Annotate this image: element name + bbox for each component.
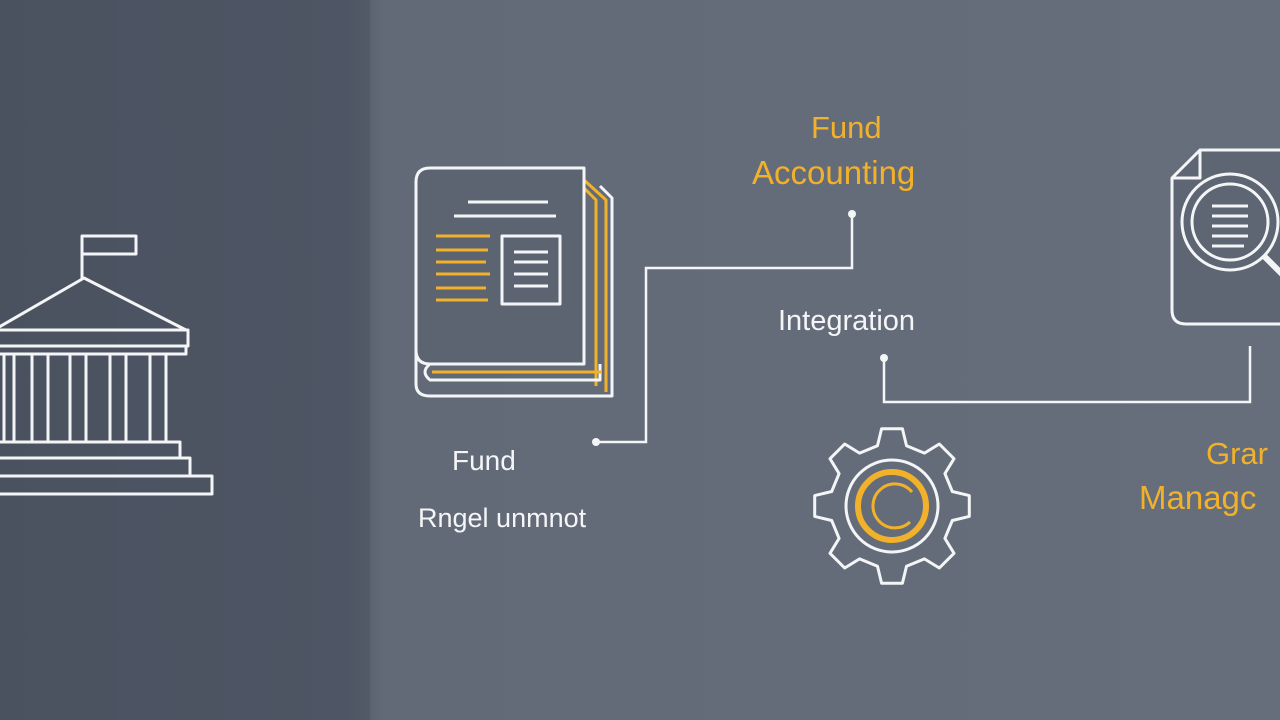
fund-accounting-label-line1: Fund [811, 110, 882, 145]
left-panel [0, 0, 370, 720]
fund-regulation-label-line2: Rngel unmnot [418, 503, 587, 533]
integration-label: Integration [778, 305, 916, 337]
grant-management-label-line2: Managc [1139, 479, 1257, 516]
fund-accounting-label-line2: Accounting [752, 154, 916, 191]
government-building-icon [0, 234, 214, 496]
grant-management-label-line1: Grar [1206, 436, 1268, 471]
connector-dot-integration [880, 354, 888, 362]
document-search-icon [1170, 148, 1280, 326]
gear-icon [813, 427, 971, 585]
connector-dot-fund-accounting [848, 210, 856, 218]
connector-lines [596, 216, 1252, 444]
fund-regulation-label-line1: Fund [452, 445, 516, 476]
ledger-book-icon [414, 166, 614, 398]
connector-dot-fund-regulation [592, 438, 600, 446]
